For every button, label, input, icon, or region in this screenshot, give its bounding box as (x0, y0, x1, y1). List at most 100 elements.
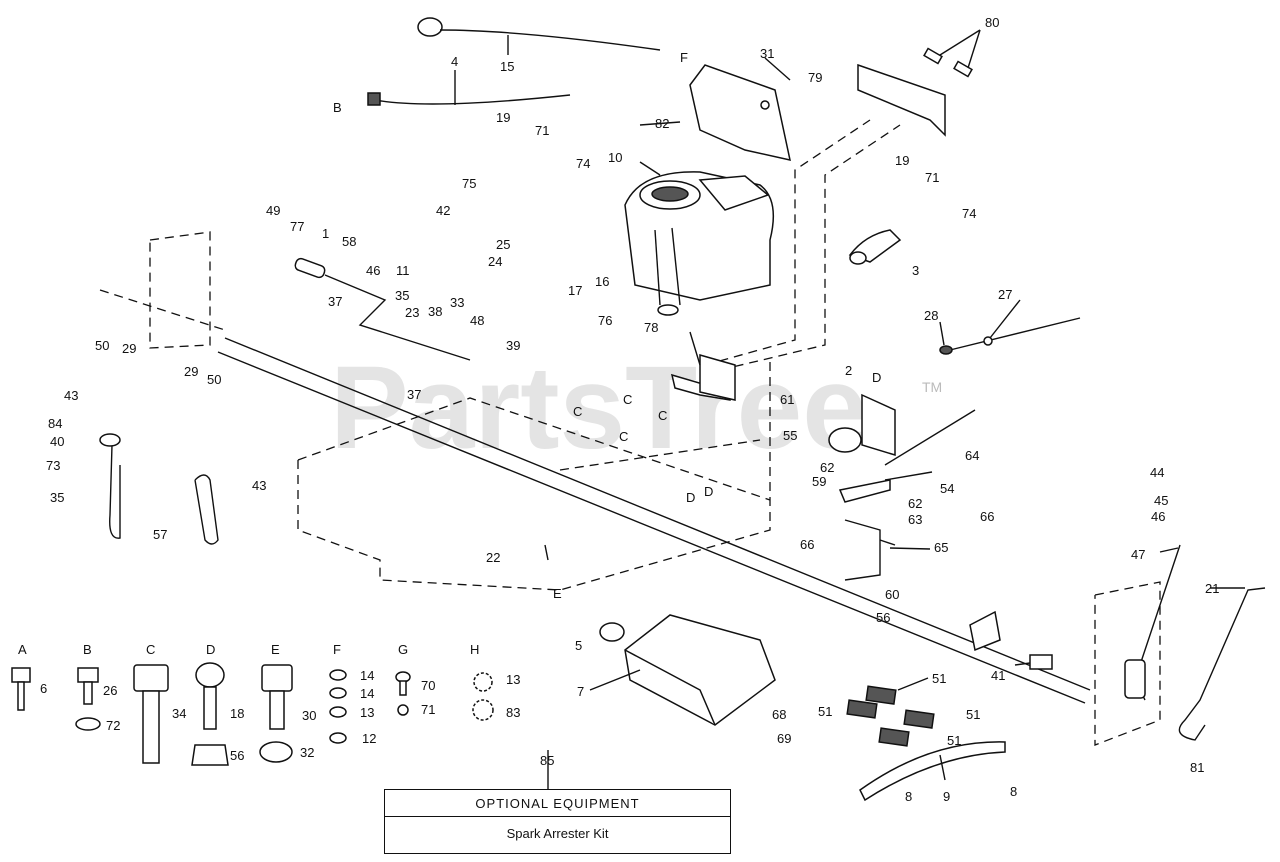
callout-77: 77 (290, 219, 304, 234)
bolt-pair (923, 47, 973, 78)
callout-47: 47 (1131, 547, 1145, 562)
watermark-text: PartsTree (330, 342, 868, 474)
brake-rod-left (99, 433, 121, 539)
callout-41: 41 (991, 668, 1005, 683)
hardware-num-56: 56 (230, 748, 244, 763)
optional-equipment-divider (385, 816, 730, 817)
group-letter-d: D (206, 642, 215, 657)
callout-49: 49 (266, 203, 280, 218)
pedal-rod (1178, 587, 1266, 741)
choke-cable (367, 92, 571, 106)
ref-letter-d2: D (704, 484, 713, 499)
hardware-num-34: 34 (172, 706, 186, 721)
engine (624, 171, 775, 316)
group-letter-h: H (470, 642, 479, 657)
callout-37: 37 (328, 294, 342, 309)
callout-10: 10 (608, 150, 622, 165)
callout-57: 57 (153, 527, 167, 542)
callout-31: 31 (760, 46, 774, 61)
strap (859, 741, 1006, 802)
throttle-cable (417, 17, 661, 51)
callout-71: 71 (535, 123, 549, 138)
callout-84: 84 (48, 416, 62, 431)
callout-73: 73 (46, 458, 60, 473)
hardware-num-32: 32 (300, 745, 314, 760)
ref-letter-c2: C (623, 392, 632, 407)
callout-66-lower: 66 (800, 537, 814, 552)
hardware-num-30: 30 (302, 708, 316, 723)
mount-bracket (857, 63, 946, 137)
hardware-bolt-d (191, 662, 229, 766)
callout-68: 68 (772, 707, 786, 722)
hardware-num-13: 13 (360, 705, 374, 720)
hardware-num-70: 70 (421, 678, 435, 693)
callout-46-right: 46 (1151, 509, 1165, 524)
hardware-bolt-c (133, 664, 169, 764)
ref-letter-c3: C (658, 408, 667, 423)
callout-8-left: 8 (905, 789, 912, 804)
callout-63: 63 (908, 512, 922, 527)
hardware-bolt-b (75, 667, 101, 731)
shaft-end (969, 610, 1053, 670)
callout-leaders (454, 29, 1245, 790)
callout-23: 23 (405, 305, 419, 320)
callout-51-lower: 51 (947, 733, 961, 748)
callout-33: 33 (450, 295, 464, 310)
group-letter-e: E (271, 642, 280, 657)
callout-62: 62 (820, 460, 834, 475)
spacer (828, 427, 862, 453)
callout-24: 24 (488, 254, 502, 269)
callout-42: 42 (436, 203, 450, 218)
callout-75: 75 (462, 176, 476, 191)
hardware-num-83: 83 (506, 705, 520, 720)
reference-letters: B F C C C C D D D E (333, 50, 881, 601)
callout-37-lower: 37 (407, 387, 421, 402)
callout-81: 81 (1190, 760, 1204, 775)
hardware-num-6: 6 (40, 681, 47, 696)
callout-66: 66 (980, 509, 994, 524)
callout-17: 17 (568, 283, 582, 298)
callout-60: 60 (885, 587, 899, 602)
hardware-screw-g (395, 671, 411, 716)
callout-82: 82 (655, 116, 669, 131)
control-lever (294, 257, 471, 361)
callout-59: 59 (812, 474, 826, 489)
hardware-bolt-a (11, 667, 31, 711)
callout-51-top: 51 (932, 671, 946, 686)
main-frame-bar (217, 337, 1091, 704)
hardware-num-71: 71 (421, 702, 435, 717)
callout-61: 61 (780, 392, 794, 407)
callout-29-lower: 29 (184, 364, 198, 379)
ref-letter-b: B (333, 100, 342, 115)
callout-64: 64 (965, 448, 979, 463)
optional-equipment-item: Spark Arrester Kit (506, 826, 609, 841)
callout-85: 85 (540, 753, 554, 768)
hardware-group-letters: A B C D E F G H (18, 642, 479, 657)
callout-69: 69 (777, 731, 791, 746)
callout-71-right: 71 (925, 170, 939, 185)
callout-74: 74 (576, 156, 590, 171)
callout-80: 80 (985, 15, 999, 30)
callout-74-right: 74 (962, 206, 976, 221)
ref-letter-e: E (553, 586, 562, 601)
callout-38: 38 (428, 304, 442, 319)
group-letter-a: A (18, 642, 27, 657)
callout-76: 76 (598, 313, 612, 328)
wear-pads (846, 685, 935, 747)
hardware-lockwashers-h (472, 672, 494, 721)
callout-35-left: 35 (50, 490, 64, 505)
callout-48: 48 (470, 313, 484, 328)
heat-shield (689, 64, 791, 161)
callout-19: 19 (496, 110, 510, 125)
ref-letter-f: F (680, 50, 688, 65)
callout-22: 22 (486, 550, 500, 565)
exhaust-muffler (599, 614, 776, 726)
throttle-rod (939, 317, 1081, 355)
callout-29: 29 (122, 341, 136, 356)
callout-labels: 15 4 31 80 79 82 19 71 74 75 10 19 71 74… (40, 15, 1219, 804)
callout-8-right: 8 (1010, 784, 1017, 799)
hardware-bolt-e (259, 664, 293, 763)
crank-arm (848, 229, 902, 265)
callout-1: 1 (322, 226, 329, 241)
callout-40: 40 (50, 434, 64, 449)
